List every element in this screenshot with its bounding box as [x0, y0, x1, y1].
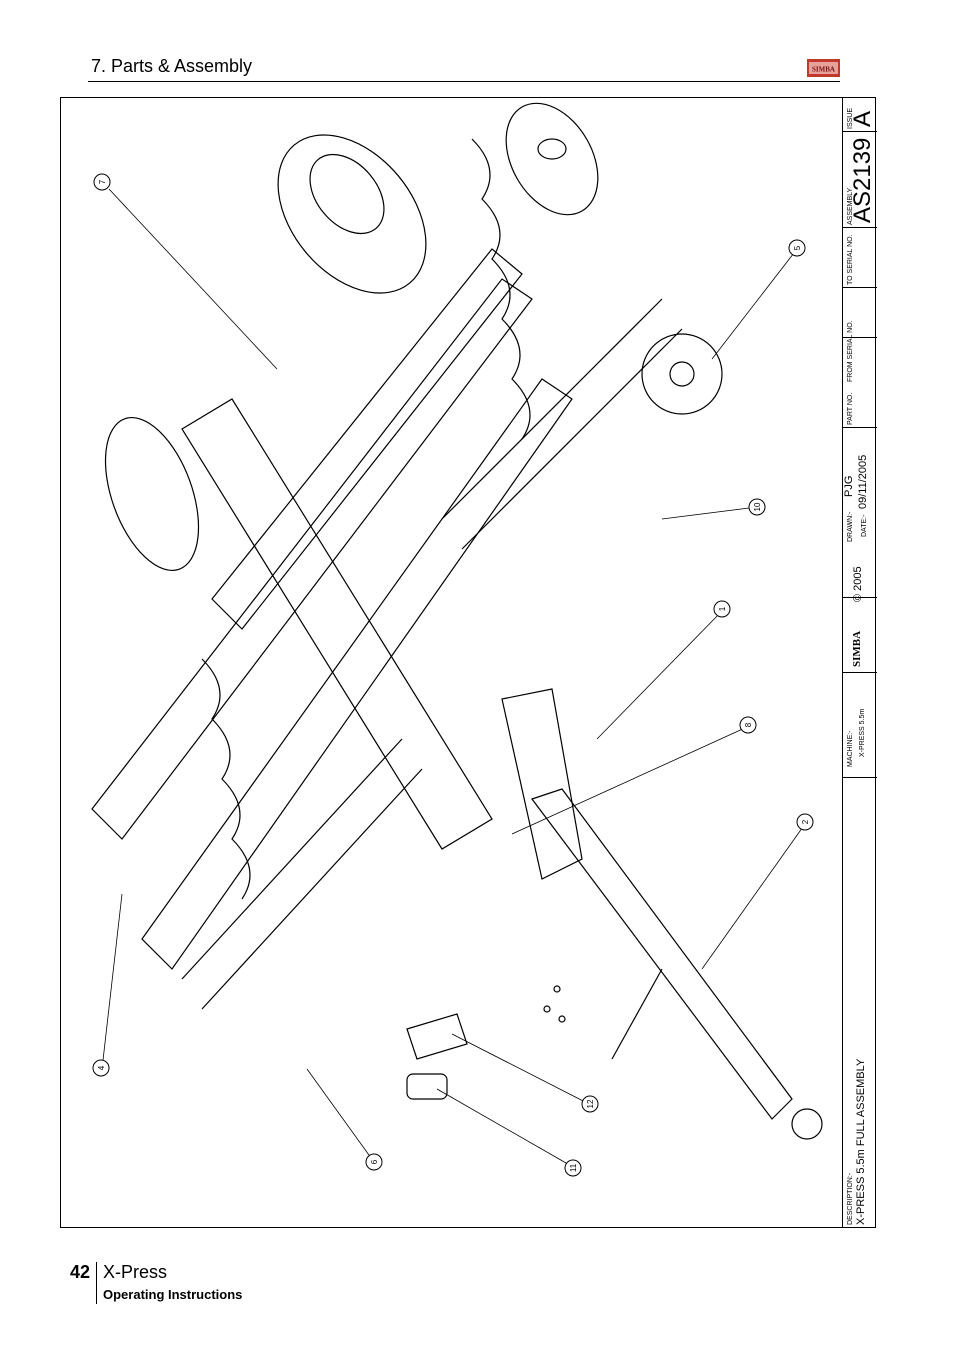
date-label: DATE:- [861, 514, 868, 537]
callout-7: 7 [93, 173, 111, 191]
machine-label: MACHINE:- [847, 730, 854, 767]
tb-divider [843, 597, 877, 598]
callout-5: 5 [788, 239, 806, 257]
part-no-label: PART NO. [847, 392, 854, 425]
callout-11: 11 [564, 1159, 582, 1177]
to-serial-label: TO SERIAL NO. [847, 234, 854, 285]
svg-text:5: 5 [793, 245, 802, 250]
tb-divider [843, 672, 877, 673]
svg-text:10: 10 [753, 502, 762, 511]
page-number: 42 [70, 1262, 91, 1282]
date-value: 09/11/2005 [857, 454, 869, 509]
tb-divider [843, 227, 877, 228]
callout-2: 2 [796, 813, 814, 831]
description-value: X-PRESS 5.5m FULL ASSEMBLY [855, 1058, 867, 1225]
tb-divider [843, 337, 877, 338]
tb-divider [843, 131, 877, 132]
callout-12: 12 [581, 1095, 599, 1113]
header-rule [88, 81, 840, 82]
drawing-frame [60, 97, 876, 1228]
drawn-value: PJG [843, 475, 855, 497]
tb-divider [843, 287, 877, 288]
footer-divider [96, 1262, 97, 1304]
callout-10: 10 [748, 498, 766, 516]
section-title: 7. Parts & Assembly [91, 56, 253, 76]
callout-6: 6 [365, 1153, 383, 1171]
brand-name: SIMBA [851, 630, 863, 667]
from-serial-label: FROM SERIAL NO. [847, 320, 854, 382]
svg-text:11: 11 [569, 1163, 578, 1172]
callout-1: 1 [713, 600, 731, 618]
svg-text:12: 12 [586, 1099, 595, 1108]
leader-lines [101, 188, 806, 1168]
callout-8: 8 [739, 716, 757, 734]
product-name: X-Press [103, 1262, 168, 1282]
machine-value: X-PRESS 5.5m [859, 708, 866, 757]
svg-text:SIMBA: SIMBA [812, 66, 835, 74]
svg-text:4: 4 [97, 1065, 106, 1070]
machine-outline [91, 102, 823, 1140]
tb-divider [843, 427, 877, 428]
assembly-value: AS2139 [849, 137, 876, 223]
callout-4: 4 [92, 1059, 110, 1077]
svg-text:2: 2 [801, 819, 810, 824]
svg-text:1: 1 [718, 606, 727, 611]
issue-value: A [849, 110, 876, 127]
svg-text:7: 7 [98, 179, 107, 184]
description-label: DESCRIPTION:- [847, 1172, 854, 1225]
copyright: © 2005 [852, 566, 864, 602]
svg-text:8: 8 [744, 722, 753, 727]
simba-logo: SIMBA [807, 59, 840, 77]
assembly-drawing: 7 5 10 1 8 2 4 6 12 11 [91, 102, 823, 1177]
svg-text:6: 6 [370, 1159, 379, 1164]
tb-divider [843, 777, 877, 778]
document-subtitle: Operating Instructions [103, 1287, 243, 1302]
drawn-label: DRAWN:- [847, 511, 854, 542]
title-block: ISSUE A ASSEMBLY AS2139 TO SERIAL NO. FR… [842, 97, 877, 1228]
